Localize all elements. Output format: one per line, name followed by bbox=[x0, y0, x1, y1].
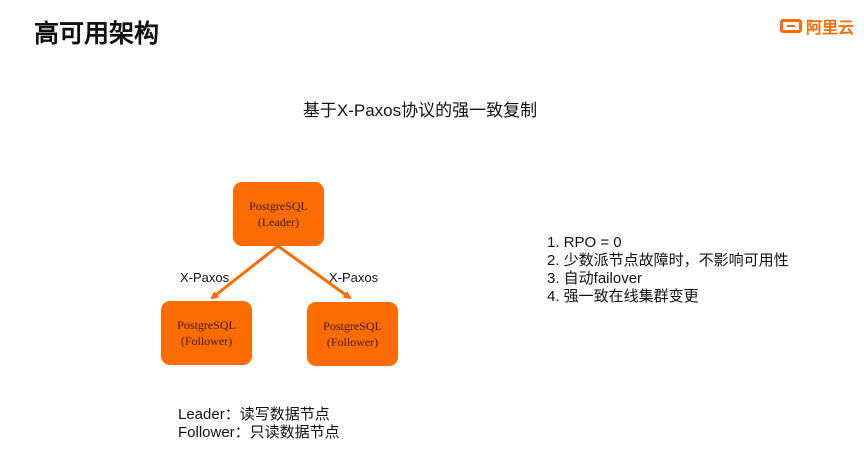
edge-label-right: X-Paxos bbox=[329, 270, 379, 285]
feature-item: 2. 少数派节点故障时，不影响可用性 bbox=[547, 252, 789, 269]
node-label: PostgreSQL bbox=[323, 319, 382, 333]
feature-list: 1. RPO = 0 2. 少数派节点故障时，不影响可用性 3. 自动failo… bbox=[547, 234, 789, 306]
node-role: (Follower) bbox=[180, 334, 233, 348]
node-label: PostgreSQL bbox=[249, 199, 308, 213]
edge-leader-follower-right bbox=[277, 244, 352, 300]
node-label: PostgreSQL bbox=[177, 318, 236, 332]
feature-item: 4. 强一致在线集群变更 bbox=[547, 288, 699, 305]
aliyun-logo: 阿里云 bbox=[780, 15, 854, 37]
slide-title: 高可用架构 bbox=[34, 20, 160, 48]
legend-item: Follower：只读数据节点 bbox=[178, 424, 340, 441]
edge-leader-follower-left bbox=[210, 244, 279, 300]
aliyun-logo-icon bbox=[780, 19, 802, 33]
node-role: (Leader) bbox=[257, 215, 300, 229]
legend-item: Leader：读写数据节点 bbox=[178, 406, 330, 423]
edge-label-left: X-Paxos bbox=[180, 270, 230, 285]
feature-item: 1. RPO = 0 bbox=[547, 234, 622, 251]
role-legend: Leader：读写数据节点 Follower：只读数据节点 bbox=[178, 406, 340, 442]
node-follower-left: PostgreSQL (Follower) bbox=[161, 301, 252, 365]
feature-item: 3. 自动failover bbox=[547, 270, 643, 287]
node-leader: PostgreSQL (Leader) bbox=[233, 182, 324, 246]
node-role: (Follower) bbox=[326, 335, 379, 349]
node-follower-right: PostgreSQL (Follower) bbox=[307, 302, 398, 366]
diagram-subtitle: 基于X-Paxos协议的强一致复制 bbox=[302, 101, 538, 120]
logo-text: 阿里云 bbox=[806, 20, 855, 37]
